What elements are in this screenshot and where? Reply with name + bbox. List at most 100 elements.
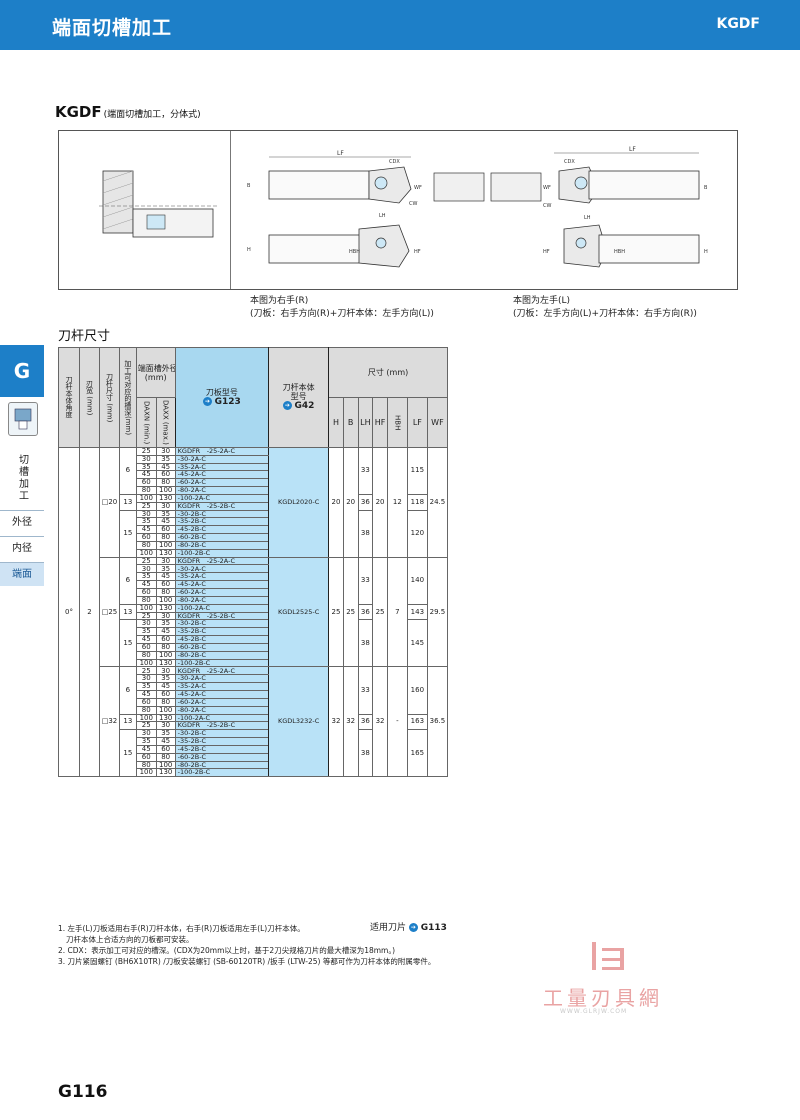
side-tab-letter[interactable]: G	[0, 345, 44, 397]
cell-daxn: 35	[135, 737, 157, 746]
label-hbh-right: HBH	[349, 249, 360, 255]
page-header-title: 端面切槽加工	[52, 17, 173, 39]
cell-lh: 38	[357, 729, 374, 778]
side-tab-inner[interactable]: 内径	[0, 536, 44, 560]
cell-daxn: 35	[135, 462, 157, 472]
cell-blade: -100-2B-C	[174, 658, 270, 668]
insert-ref-link[interactable]: G113	[420, 923, 447, 933]
cell-daxx: 30	[155, 666, 176, 676]
cell-blade: -45-2B-C	[174, 744, 270, 754]
holder-dimension-table: 刀杆本体角度 刃宽 (mm) 刀杆尺寸 (mm) 加工可对应的槽深(mm) 端面…	[57, 347, 449, 778]
cell-blade: KGDFR -25-2B-C	[174, 501, 270, 511]
cell-lf: 143	[406, 603, 428, 621]
cell-blade: KGDFR -25-2A-C	[174, 666, 270, 676]
side-tab-face[interactable]: 端面	[0, 562, 44, 586]
caption-right-line1: 本图为右手(R)	[250, 296, 309, 306]
cell-daxn: 80	[135, 760, 157, 770]
col-depth: 加工可对应的槽深(mm)	[118, 347, 137, 448]
cell-lh: 38	[357, 619, 374, 668]
cell-daxx: 60	[155, 580, 176, 589]
cell-daxx: 35	[155, 454, 176, 464]
cell-daxn: 35	[135, 682, 157, 691]
label-b-left: B	[704, 185, 708, 191]
cell-daxx: 100	[155, 486, 176, 495]
cell-blade: -35-2B-C	[174, 627, 270, 637]
cell-lf: 163	[406, 713, 428, 731]
col-b: B	[342, 397, 359, 448]
cell-daxx: 100	[155, 650, 176, 660]
cell-daxn: 30	[135, 729, 157, 739]
label-h-right: H	[247, 247, 251, 253]
cell-blade: -60-2B-C	[174, 642, 270, 652]
footnote-1b: 刀杆本体上合适方向的刀板都可安装。	[66, 935, 194, 944]
cell-daxn: 60	[135, 642, 157, 652]
side-tab-outer[interactable]: 外径	[0, 510, 44, 534]
cell-daxx: 30	[155, 721, 176, 731]
cell-blade: -45-2A-C	[174, 470, 270, 480]
dimension-figure: LF CDX B WF CW LH H HBH HF LF CDX B WF C…	[58, 130, 738, 290]
holder-ref-link[interactable]: G42	[294, 401, 315, 412]
cell-holder: KGDL3232-C	[268, 666, 330, 778]
cell-blade: KGDFR -25-2A-C	[174, 446, 270, 456]
cell-daxn: 35	[135, 517, 157, 527]
cell-daxn: 80	[135, 540, 157, 550]
cell-blade: -80-2A-C	[174, 595, 270, 605]
cell-daxx: 100	[155, 760, 176, 770]
cell-blade: -60-2A-C	[174, 478, 270, 488]
cell-blade: -35-2A-C	[174, 462, 270, 472]
watermark-text: 工量刃具網	[543, 986, 663, 1010]
col-blade: 刀板型号 ➔ G123	[174, 347, 270, 448]
arrow-icon: ➔	[408, 923, 418, 932]
cell-daxn: 25	[135, 611, 157, 621]
cell-daxx: 80	[155, 478, 176, 488]
cell-daxn: 60	[135, 478, 157, 488]
cell-lh: 36	[357, 603, 374, 621]
cell-daxn: 100	[135, 658, 157, 668]
cell-lh: 33	[357, 446, 374, 495]
footnote-3: 3. 刀片紧固螺钉 (BH6X10TR) /刀板安装螺钉 (SB-60120TR…	[58, 957, 436, 966]
figure-divider	[230, 131, 231, 289]
cell-daxx: 45	[155, 682, 176, 691]
cell-h: 32	[328, 666, 344, 778]
label-lf-left: LF	[629, 146, 636, 153]
cell-wf: 29.5	[426, 556, 449, 668]
col-daxn: DAXN (min.)	[135, 397, 157, 448]
blade-ref-link[interactable]: G123	[214, 396, 241, 407]
label-wf-right: WF	[414, 185, 422, 191]
cell-blade: -100-2B-C	[174, 548, 270, 558]
watermark-url: WWW.GLRJW.COM	[560, 1008, 628, 1015]
cell-blade: -80-2A-C	[174, 486, 270, 495]
caption-left-line1: 本图为左手(L)	[513, 296, 571, 306]
cell-daxx: 45	[155, 462, 176, 472]
cell-daxx: 60	[155, 744, 176, 754]
cell-hf: 20	[372, 446, 388, 558]
cell-blade: -30-2B-C	[174, 729, 270, 739]
cell-daxn: 45	[135, 635, 157, 644]
label-h-left: H	[704, 249, 708, 255]
cell-blade: -30-2A-C	[174, 454, 270, 464]
label-hf-right: HF	[414, 249, 421, 255]
cell-daxn: 30	[135, 619, 157, 629]
cell-daxx: 80	[155, 533, 176, 542]
technical-drawing: LF CDX B WF CW LH H HBH HF LF CDX B WF C…	[99, 146, 708, 268]
cell-h: 20	[328, 446, 344, 558]
cell-blade: -35-2B-C	[174, 517, 270, 527]
cell-daxn: 30	[135, 509, 157, 519]
label-cdx-left: CDX	[564, 159, 575, 165]
cell-blade: -80-2B-C	[174, 760, 270, 770]
cell-blade: -60-2B-C	[174, 752, 270, 762]
col-lh: LH	[357, 397, 374, 448]
cell-daxx: 130	[155, 548, 176, 558]
cell-daxn: 30	[135, 674, 157, 684]
cell-daxx: 30	[155, 611, 176, 621]
cell-daxx: 100	[155, 705, 176, 715]
label-b-right: B	[247, 183, 251, 189]
cell-blade: -35-2A-C	[174, 572, 270, 582]
